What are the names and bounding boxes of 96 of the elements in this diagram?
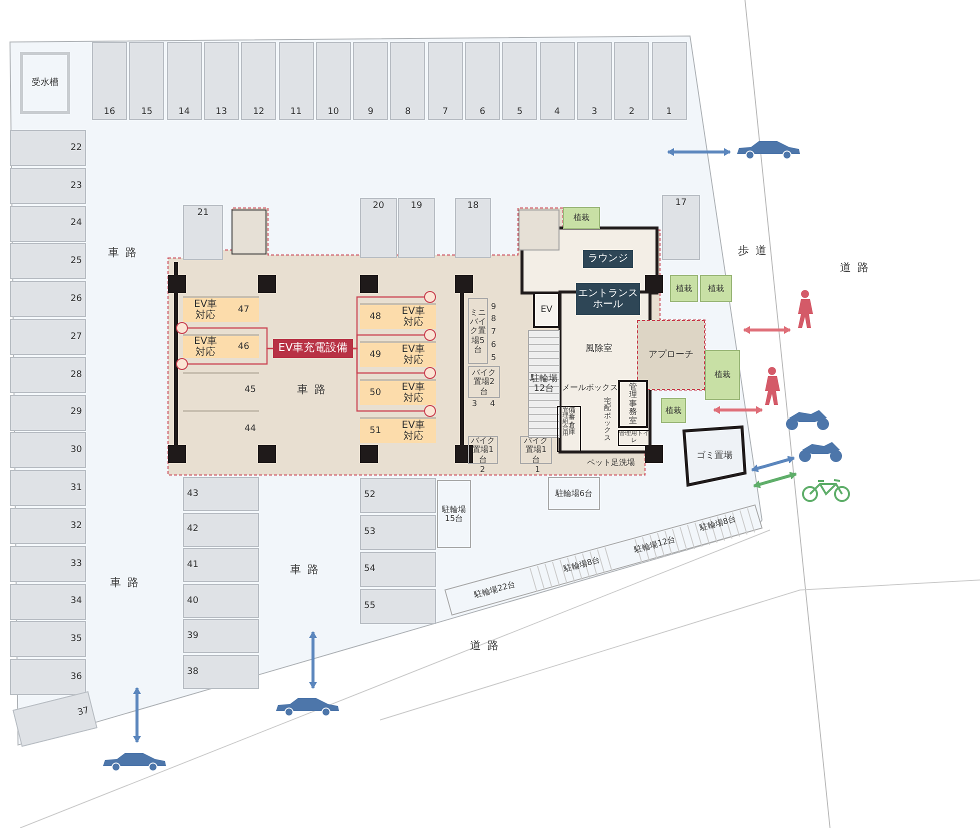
area-label: 道路 [470,638,506,653]
parking-space: 54 [360,552,436,587]
parking-space: 6 [465,42,500,120]
parking-space: 27 [10,319,86,355]
parking-space: 28 [10,356,86,393]
parking-space: 35 [10,621,86,658]
ev-parking-space: EV車対応 47 [183,296,259,322]
ev-parking-space: 51 EV車対応 [360,417,436,443]
area-label: 車路 [290,562,326,577]
parking-space: 53 [360,515,436,550]
parking-space: 18 [455,198,491,258]
area-label: 車路 [108,245,144,260]
planting-bed: 植栽 [661,398,686,423]
area-label: 車路 [110,575,146,590]
area-label: 歩道 [738,243,774,258]
stall-number: 1 [535,465,540,474]
room-area: 管理事務室 [618,380,648,428]
parking-space: 20 [360,198,397,258]
bicycle-rack: 駐輪場12台 [528,330,560,438]
charger-label: EV車充電設備 [273,339,353,358]
parking-space: 12 [241,42,276,120]
parking-space: 24 [10,206,86,242]
motorcycle-parking: ミニバイク置場5台 [468,298,488,364]
ev-parking-space: 48 EV車対応 [360,303,436,329]
stall-number: 9 [491,302,496,311]
parking-space: 7 [428,42,463,120]
room-area: ペット足洗場 [578,455,644,471]
parking-space: 10 [316,42,351,120]
parking-space: 42 [183,512,259,547]
parking-space: 39 [183,619,259,654]
parking-space: 19 [398,198,435,258]
parking-space: 14 [166,42,202,120]
parking-space: 55 [360,589,436,624]
water-tank-box: 受水槽 [20,52,70,114]
parking-space: 43 [183,477,259,511]
parking-space: 11 [278,42,314,120]
parking-space: 52 [360,478,436,513]
parking-space: 23 [10,168,86,204]
parking-space: 3 [576,42,612,120]
bicycle-rack: 駐輪場6台 [548,477,600,510]
connector-line [353,348,424,412]
area-label: 道路 [840,260,876,275]
parking-space: 41 [183,548,259,582]
parking-space: 9 [353,42,388,120]
stall-number: 3 [472,399,478,408]
stall-number: 5 [491,353,496,362]
parking-space: 44 [183,410,259,446]
parking-space: 2 [614,42,650,120]
bicycle-rack-label: 駐輪場12台 [626,526,684,564]
parking-space: 25 [10,243,86,280]
bicycle-rack-label: 駐輪場8台 [552,546,612,584]
ev-parking-space: 50 EV車対応 [360,379,436,405]
bicycle-rack-label: 駐輪場22台 [462,570,528,610]
planting-bed: 植栽 [670,275,698,302]
stall-number: 8 [491,314,496,323]
planting-bed: 植栽 [700,275,732,302]
connector-line [188,348,273,365]
planting-bed: 植栽 [705,350,740,400]
parking-space: 1 [652,42,686,120]
room-label: ラウンジ [583,250,633,268]
parking-space: 16 [92,42,127,120]
stall-number: 2 [480,465,486,474]
parking-space: 36 [10,659,86,696]
parking-space: 40 [183,584,259,618]
parking-space: 38 [183,655,259,689]
parking-space: 34 [10,584,86,620]
parking-space: 22 [10,130,86,166]
room-label: エントランスホール [576,283,640,315]
elevator-box: EV [533,292,560,328]
bicycle-rack: 駐輪場15台 [437,480,471,548]
room-area: 風除室 [565,320,633,378]
stall-number: 7 [491,327,496,336]
parking-space: 33 [10,546,86,582]
parking-space: 45 [183,372,259,406]
area-label: 車路 [297,382,332,397]
stall-number: 4 [490,399,496,408]
parking-space: 21 [183,205,223,260]
ev-parking-space: 49 EV車対応 [360,341,436,367]
bicycle-rack-label: 駐輪場8台 [690,506,746,542]
motorcycle-parking: バイク置場2台 [468,366,500,398]
stall-number: 6 [491,340,496,349]
parking-space: 32 [10,508,86,544]
parking-space: 5 [502,42,538,120]
planting-bed: 植栽 [563,207,600,229]
approach-area: アプローチ [637,320,705,390]
parking-space: 29 [10,394,86,431]
parking-space: 26 [10,281,86,318]
parking-space: 13 [204,42,239,120]
parking-space: 30 [10,432,86,468]
parking-space: 15 [129,42,164,120]
room-area: メールボックス [562,380,618,396]
ev-parking-space: EV車対応 46 [183,334,259,358]
parking-space: 4 [540,42,575,120]
parking-space: 8 [390,42,426,120]
parking-space: 17 [662,195,700,260]
parking-space: 31 [10,470,86,506]
